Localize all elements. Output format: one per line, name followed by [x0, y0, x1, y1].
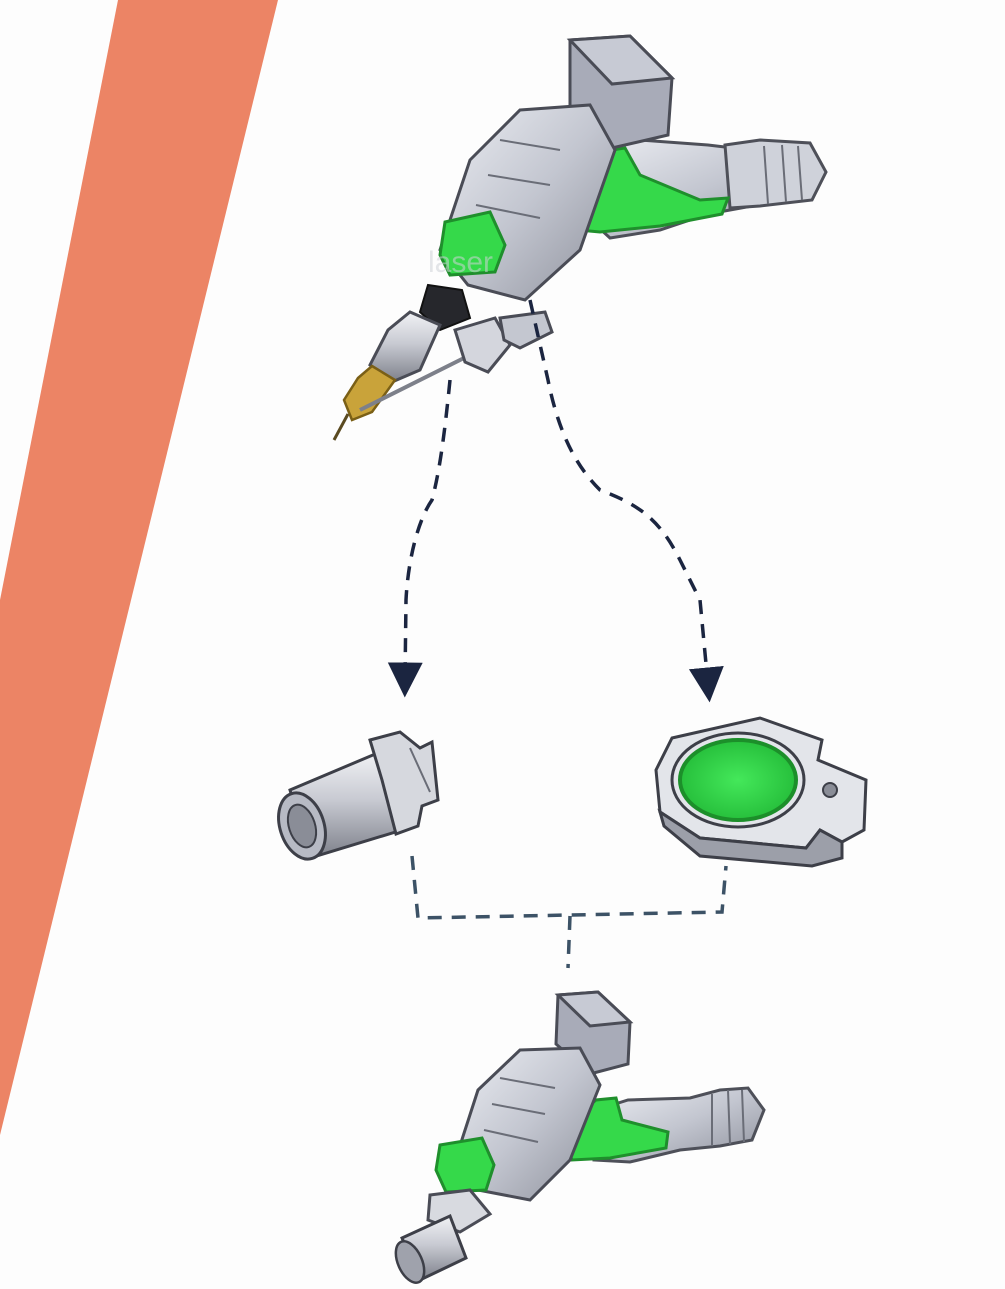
- laser-cleaning-gun-icon: [394, 990, 766, 1284]
- watermark-text: laser: [428, 246, 493, 279]
- cleaning-nozzle-icon: [277, 730, 440, 861]
- accent-stripe: [0, 0, 278, 1135]
- arrow-to-lens: [528, 299, 724, 703]
- assembly-connector: [410, 855, 728, 969]
- laser-welding-gun-icon: laser: [332, 34, 828, 441]
- protective-lens-icon: [654, 716, 868, 868]
- arrow-to-nozzle: [387, 379, 452, 698]
